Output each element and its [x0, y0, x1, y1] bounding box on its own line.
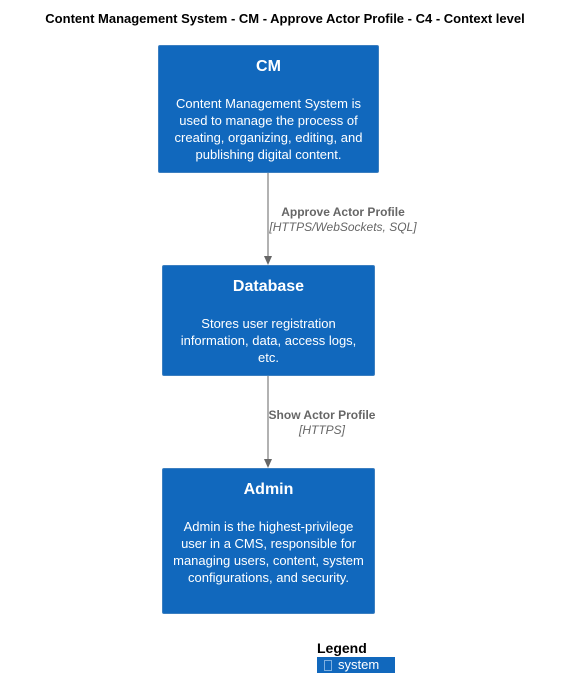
system-node-cm[interactable]: CM Content Management System is used to … [158, 45, 379, 173]
system-node-database[interactable]: Database Stores user registration inform… [162, 265, 375, 376]
node-name: CM [256, 58, 281, 75]
edge-label-show-actor-profile: Show Actor Profile [HTTPS] [262, 408, 382, 438]
legend-item-system: system [317, 657, 395, 673]
node-description: Admin is the highest-privilege user in a… [173, 519, 364, 585]
node-name: Admin [243, 481, 294, 498]
node-description: Content Management System is used to man… [174, 96, 363, 162]
legend-item-label: system [338, 657, 380, 672]
node-name: Database [232, 278, 305, 295]
edge-label-approve-actor-profile: Approve Actor Profile [HTTPS/WebSockets,… [263, 205, 423, 235]
edge-technology: [HTTPS] [298, 423, 345, 437]
system-node-admin[interactable]: Admin Admin is the highest-privilege use… [162, 468, 375, 614]
edge-relation: Approve Actor Profile [281, 205, 405, 219]
legend-swatch-icon [324, 660, 332, 671]
legend-title: Legend [317, 640, 367, 656]
node-description: Stores user registration information, da… [180, 316, 357, 365]
edge-database-to-admin-arrowhead [264, 459, 272, 468]
diagram-title: Content Management System - CM - Approve… [45, 11, 525, 26]
edge-technology: [HTTPS/WebSockets, SQL] [269, 220, 417, 234]
edge-relation: Show Actor Profile [268, 408, 376, 422]
edge-cm-to-database-arrowhead [264, 256, 272, 265]
